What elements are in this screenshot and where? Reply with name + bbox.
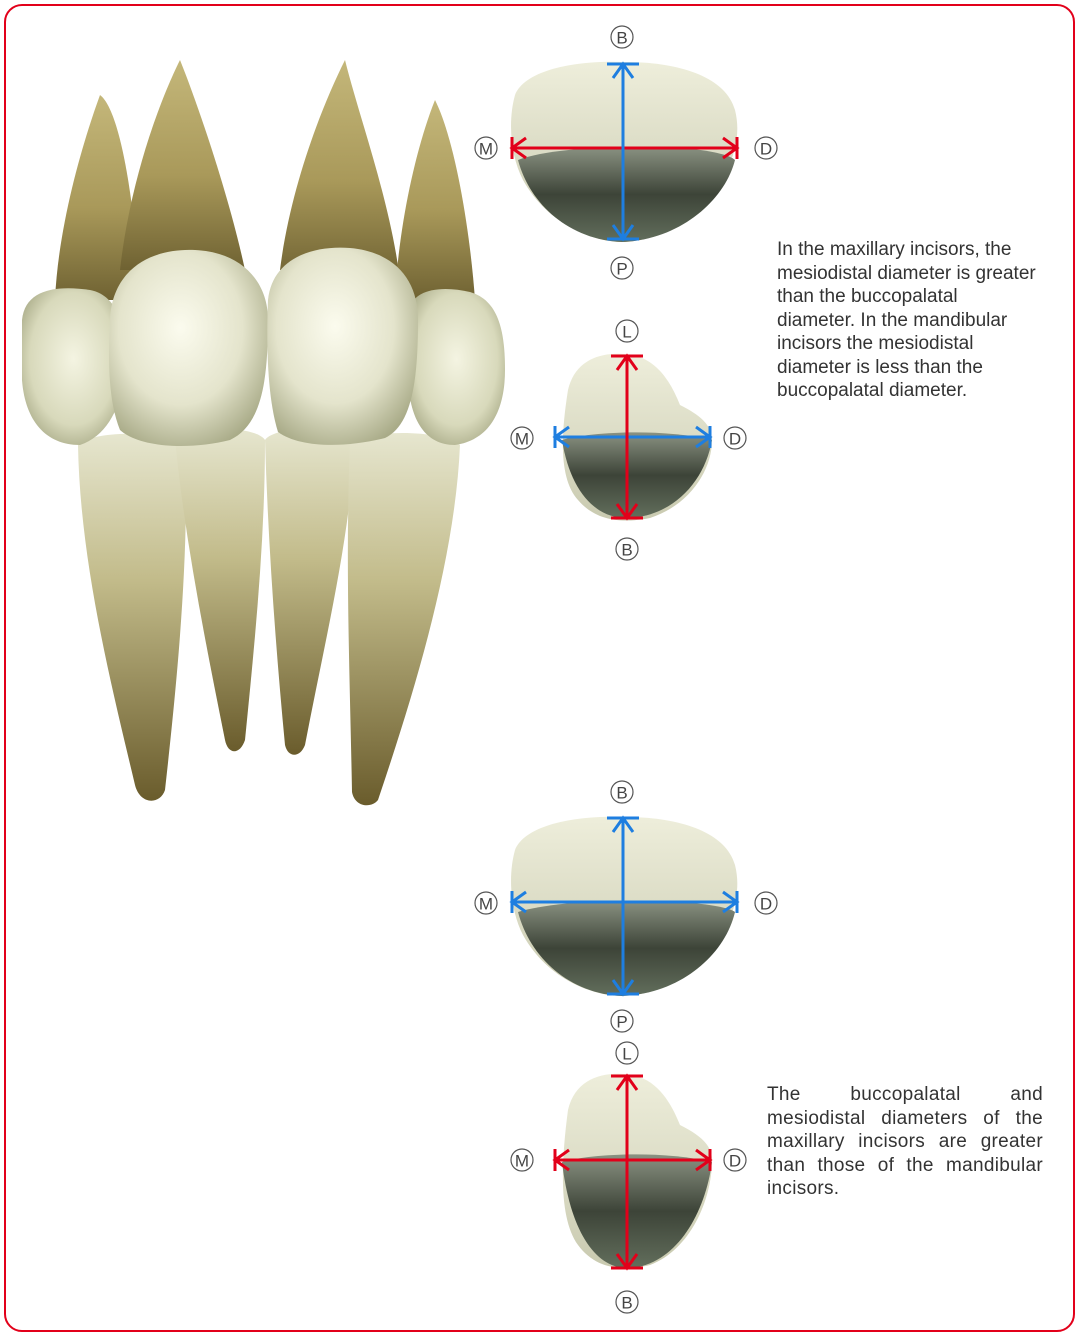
size-comparison-text: The buccopalatal and mesiodistal diamete… xyxy=(767,1083,1043,1201)
label-distal: D xyxy=(724,427,746,449)
label-mesial: M xyxy=(475,137,497,159)
lower-lateral-left xyxy=(78,434,186,801)
mandibular-incisor-occlusal-view-2 xyxy=(555,1074,712,1268)
label-distal: D xyxy=(724,1149,746,1171)
svg-text:L: L xyxy=(622,323,631,342)
maxillary-vs-mandibular-shape-text: In the maxillary incisors, the mesiodist… xyxy=(777,238,1037,403)
svg-text:M: M xyxy=(479,895,493,914)
svg-text:D: D xyxy=(760,895,772,914)
lower-lateral-right xyxy=(348,433,460,805)
svg-text:P: P xyxy=(616,260,627,279)
upper-central-root-right xyxy=(280,60,400,280)
label-distal: D xyxy=(755,137,777,159)
upper-central-crown-right xyxy=(267,248,418,445)
label-buccal: B xyxy=(611,781,633,803)
svg-text:M: M xyxy=(479,140,493,159)
label-lingual: L xyxy=(616,320,638,342)
upper-central-crown-left xyxy=(109,250,268,446)
svg-text:D: D xyxy=(729,1152,741,1171)
upper-central-root-left xyxy=(120,60,245,270)
label-mesial: M xyxy=(475,892,497,914)
svg-text:B: B xyxy=(616,29,627,48)
svg-text:P: P xyxy=(616,1013,627,1032)
lower-central-left xyxy=(175,429,265,752)
svg-text:L: L xyxy=(622,1045,631,1064)
svg-text:B: B xyxy=(621,1294,632,1313)
label-mesial: M xyxy=(511,1149,533,1171)
label-buccal: B xyxy=(616,1291,638,1313)
maxillary-incisor-occlusal-view-2 xyxy=(511,817,737,996)
label-buccal: B xyxy=(611,26,633,48)
lower-central-right xyxy=(265,429,355,755)
label-palatal: P xyxy=(611,1010,633,1032)
anterior-teeth-illustration xyxy=(22,60,505,805)
svg-text:B: B xyxy=(621,541,632,560)
label-palatal: P xyxy=(611,257,633,279)
label-distal: D xyxy=(755,892,777,914)
svg-text:M: M xyxy=(515,430,529,449)
maxillary-incisor-occlusal-view-1 xyxy=(511,62,737,242)
svg-text:B: B xyxy=(616,784,627,803)
label-buccal: B xyxy=(616,538,638,560)
svg-text:D: D xyxy=(760,140,772,159)
svg-text:D: D xyxy=(729,430,741,449)
svg-text:M: M xyxy=(515,1152,529,1171)
upper-lateral-root-right xyxy=(395,100,475,300)
label-lingual: L xyxy=(616,1042,638,1064)
mandibular-incisor-occlusal-view-1 xyxy=(555,354,712,521)
label-mesial: M xyxy=(511,427,533,449)
upper-lateral-crown-right xyxy=(408,289,505,445)
